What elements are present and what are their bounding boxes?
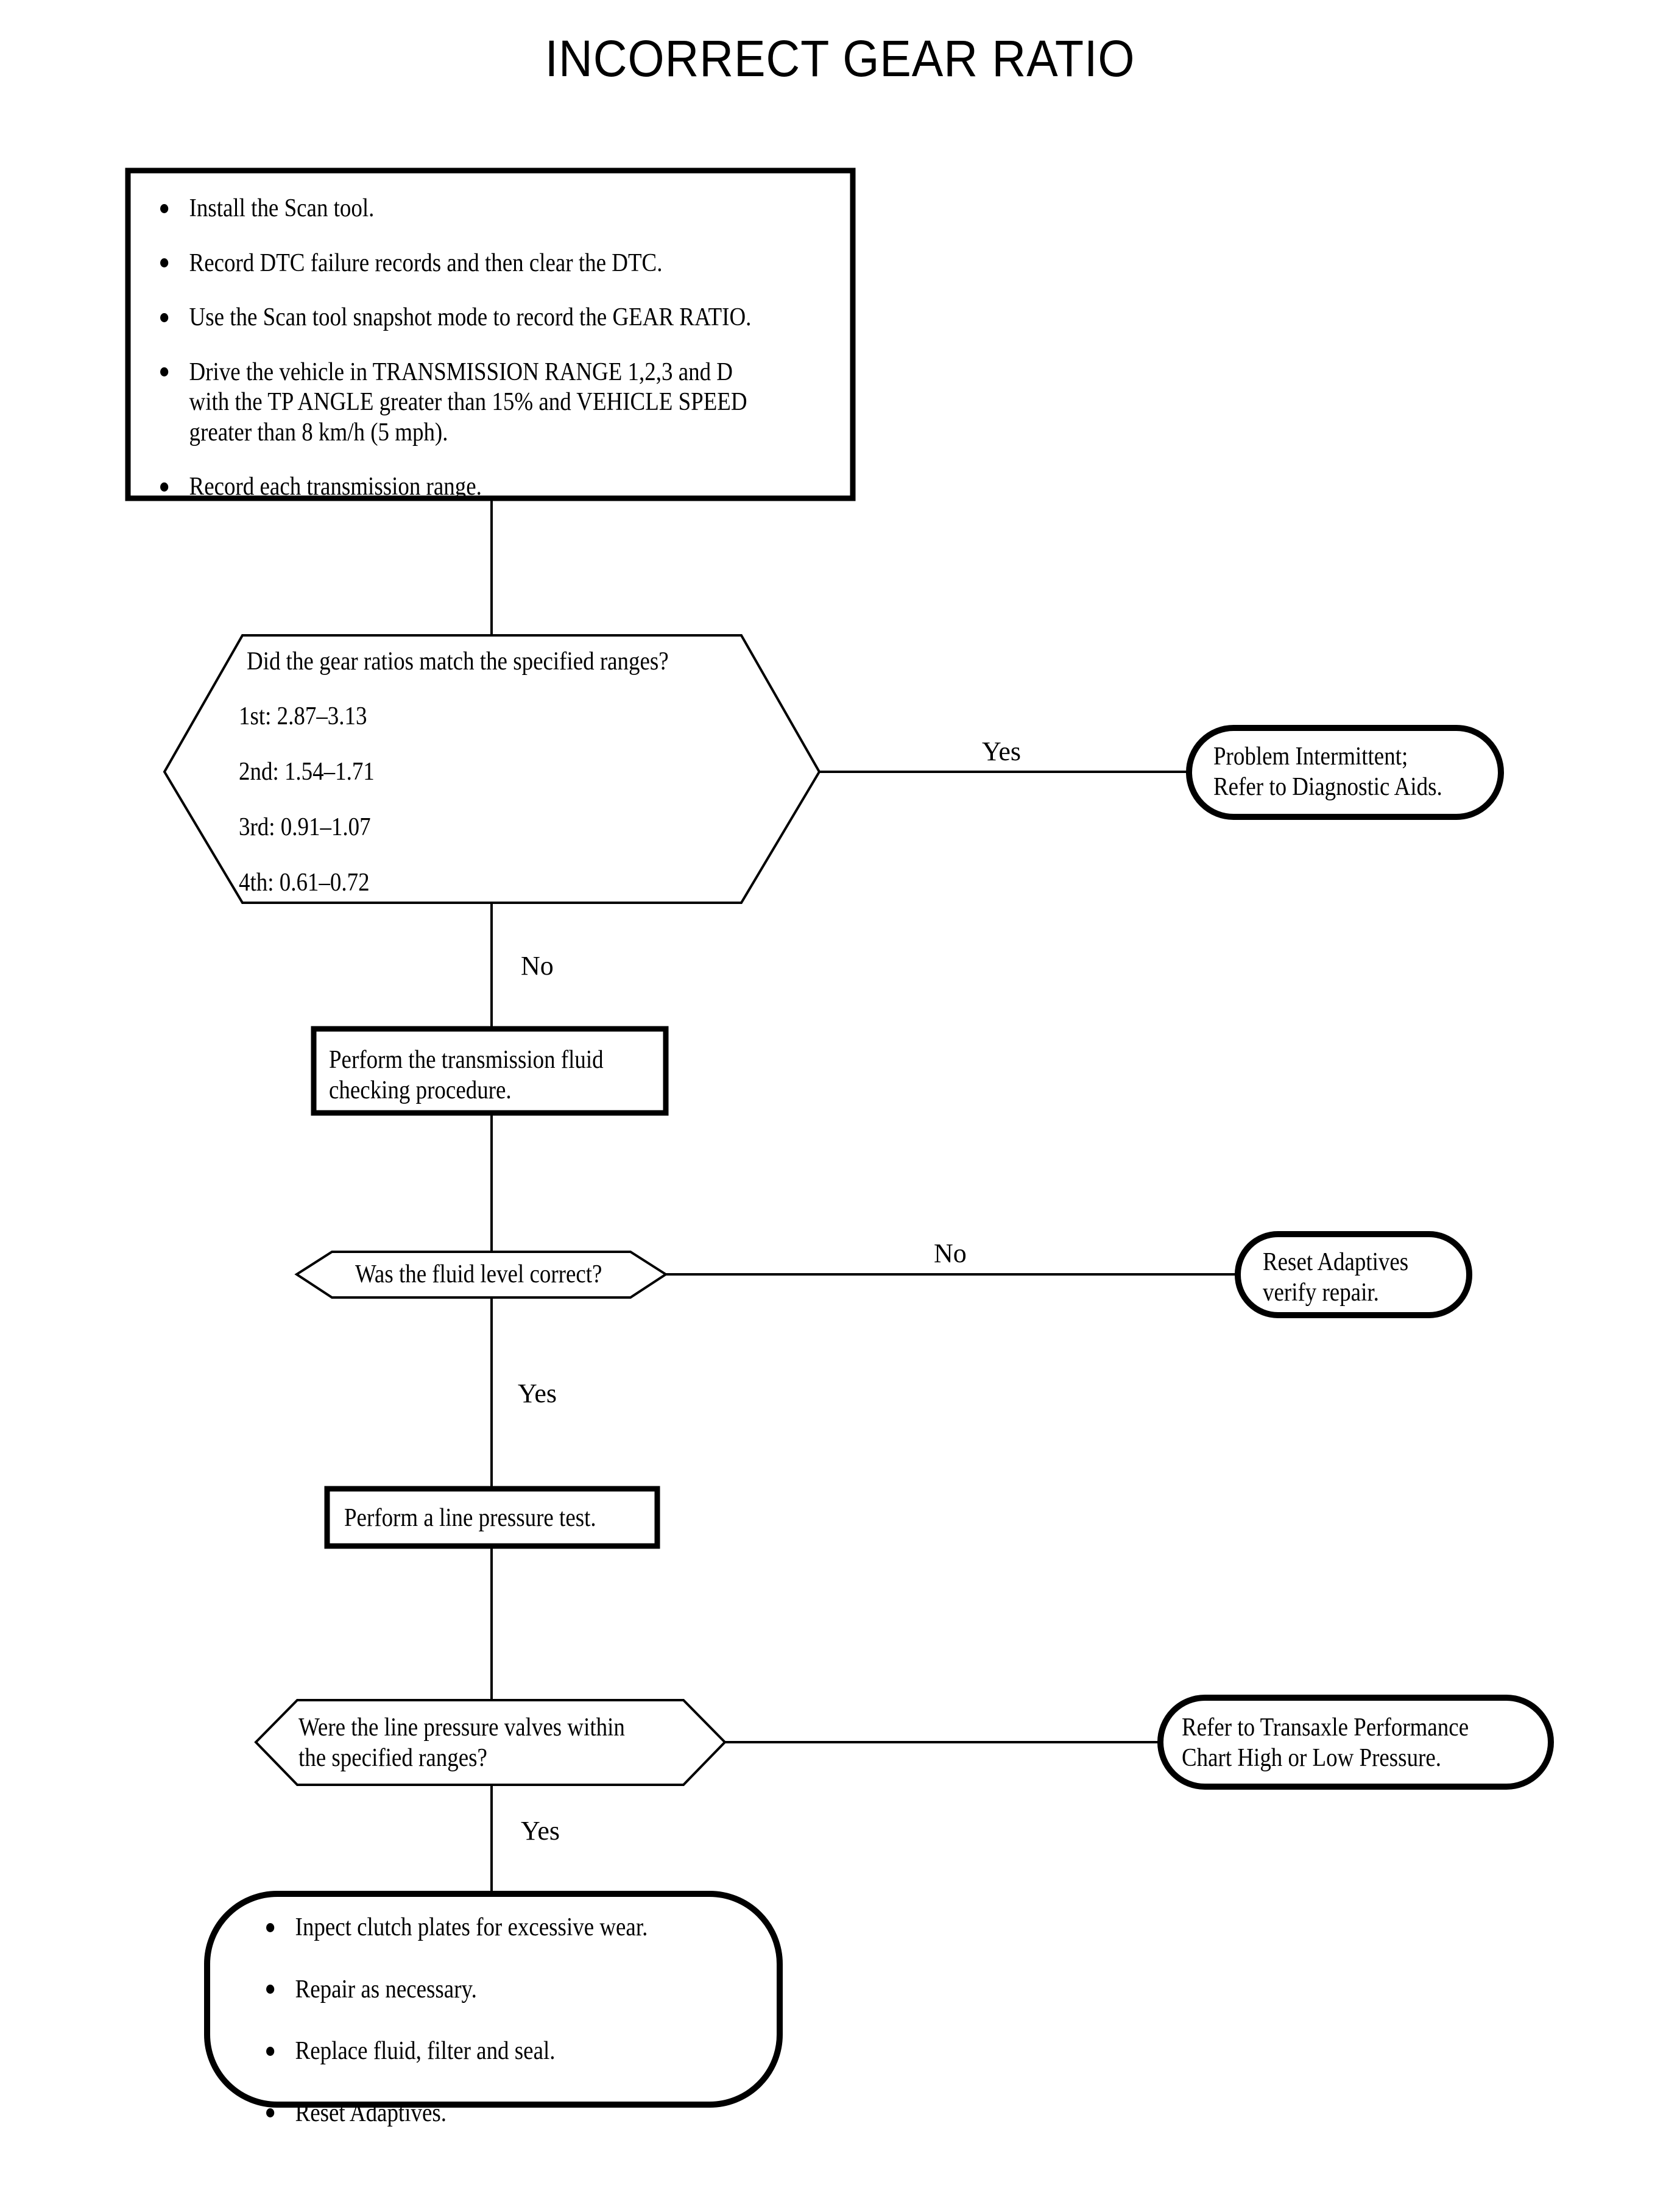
instruction-item: Record each transmission range. xyxy=(156,472,906,503)
bullet-dot-icon xyxy=(160,203,169,213)
instruction-line: Record DTC failure records and then clea… xyxy=(189,249,663,277)
decision-line: Were the line pressure valves within xyxy=(298,1714,625,1742)
final-action-item: Reset Adaptives. xyxy=(262,2099,798,2129)
fluid-check-process-shape xyxy=(311,1026,669,1116)
final-actions-bullet-list: Inpect clutch plates for excessive wear.… xyxy=(262,1913,798,2128)
process-line: Perform the transmission fluid xyxy=(329,1046,604,1074)
gear-ratio-decision-question: Did the gear ratios match the specified … xyxy=(247,648,669,676)
reset-adaptives-terminator: Reset Adaptives verify repair. xyxy=(1263,1248,1488,1308)
instruction-line: Record each transmission range. xyxy=(189,473,482,501)
terminator-line: Problem Intermittent; xyxy=(1213,743,1408,771)
fluid-level-decision-question: Was the fluid level correct? xyxy=(355,1260,602,1288)
instruction-line: greater than 8 km/h (5 mph). xyxy=(189,418,448,447)
terminator-line: verify repair. xyxy=(1263,1278,1379,1307)
edge-label-gear-no: No xyxy=(521,951,554,981)
edge-label-line-yes: Yes xyxy=(521,1816,560,1846)
fluid-level-decision-shape xyxy=(294,1251,668,1299)
bullet-dot-icon xyxy=(266,2108,275,2118)
final-action-item: Repair as necessary. xyxy=(262,1975,798,2005)
terminator-line: Refer to Transaxle Performance xyxy=(1182,1714,1469,1742)
instruction-line: Drive the vehicle in TRANSMISSION RANGE … xyxy=(189,358,733,386)
instruction-item: Drive the vehicle in TRANSMISSION RANGE … xyxy=(156,358,906,448)
terminator-line: Refer to Diagnostic Aids. xyxy=(1213,772,1442,801)
instructions-box: Install the Scan tool. Record DTC failur… xyxy=(156,194,906,527)
page-title: INCORRECT GEAR RATIO xyxy=(545,30,1135,87)
instruction-item: Record DTC failure records and then clea… xyxy=(156,249,906,279)
process-line: checking procedure. xyxy=(329,1076,512,1104)
bullet-dot-icon xyxy=(266,1922,275,1932)
bullet-dot-icon xyxy=(160,482,169,492)
reset-adaptives-terminator-shape xyxy=(1235,1231,1472,1318)
instructions-bullet-list: Install the Scan tool. Record DTC failur… xyxy=(156,194,906,503)
instruction-item: Install the Scan tool. xyxy=(156,194,906,224)
terminator-line: Chart High or Low Pressure. xyxy=(1182,1743,1442,1772)
line-pressure-process-shape xyxy=(324,1486,660,1549)
bullet-dot-icon xyxy=(160,258,169,268)
gear-ratio-decision-shape xyxy=(163,634,821,904)
line-pressure-process: Perform a line pressure test. xyxy=(344,1504,596,1532)
decision-line: the specified ranges? xyxy=(298,1743,487,1772)
gear-ratio-2nd: 2nd: 1.54–1.71 xyxy=(239,758,375,786)
problem-intermittent-terminator-shape xyxy=(1186,725,1504,820)
edge-label-fluid-yes: Yes xyxy=(518,1379,557,1408)
final-actions-terminator: Inpect clutch plates for excessive wear.… xyxy=(262,1913,798,2160)
bullet-dot-icon xyxy=(266,2046,275,2056)
gear-ratio-4th: 4th: 0.61–0.72 xyxy=(239,869,370,897)
final-action-line: Inpect clutch plates for excessive wear. xyxy=(295,1913,648,1941)
line-pressure-decision-shape xyxy=(254,1699,727,1786)
transaxle-chart-terminator-shape xyxy=(1157,1695,1554,1790)
final-action-item: Inpect clutch plates for excessive wear. xyxy=(262,1913,798,1943)
instruction-line: Install the Scan tool. xyxy=(189,194,375,222)
instruction-line: with the TP ANGLE greater than 15% and V… xyxy=(189,388,747,417)
final-action-line: Reset Adaptives. xyxy=(295,2099,446,2127)
line-pressure-decision-question: Were the line pressure valves within the… xyxy=(298,1713,706,1773)
transaxle-chart-terminator: Refer to Transaxle Performance Chart Hig… xyxy=(1182,1713,1557,1773)
problem-intermittent-terminator: Problem Intermittent; Refer to Diagnosti… xyxy=(1213,742,1514,802)
terminator-line: Reset Adaptives xyxy=(1263,1248,1409,1276)
final-action-line: Replace fluid, filter and seal. xyxy=(295,2037,556,2066)
gear-ratio-1st: 1st: 2.87–3.13 xyxy=(239,702,367,730)
gear-ratio-3rd: 3rd: 0.91–1.07 xyxy=(239,813,371,841)
instruction-item: Use the Scan tool snapshot mode to recor… xyxy=(156,303,906,333)
final-actions-terminator-shape xyxy=(204,1891,783,2108)
instruction-line: Use the Scan tool snapshot mode to recor… xyxy=(189,303,752,332)
edge-label-gear-yes: Yes xyxy=(982,736,1022,766)
instructions-box-shape xyxy=(125,168,856,501)
bullet-dot-icon xyxy=(160,367,169,377)
final-action-item: Replace fluid, filter and seal. xyxy=(262,2036,798,2067)
bullet-dot-icon xyxy=(160,312,169,322)
final-action-line: Repair as necessary. xyxy=(295,1975,477,2003)
fluid-check-process: Perform the transmission fluid checking … xyxy=(329,1045,672,1106)
bullet-dot-icon xyxy=(266,1985,275,1994)
edge-label-fluid-no: No xyxy=(934,1238,967,1268)
